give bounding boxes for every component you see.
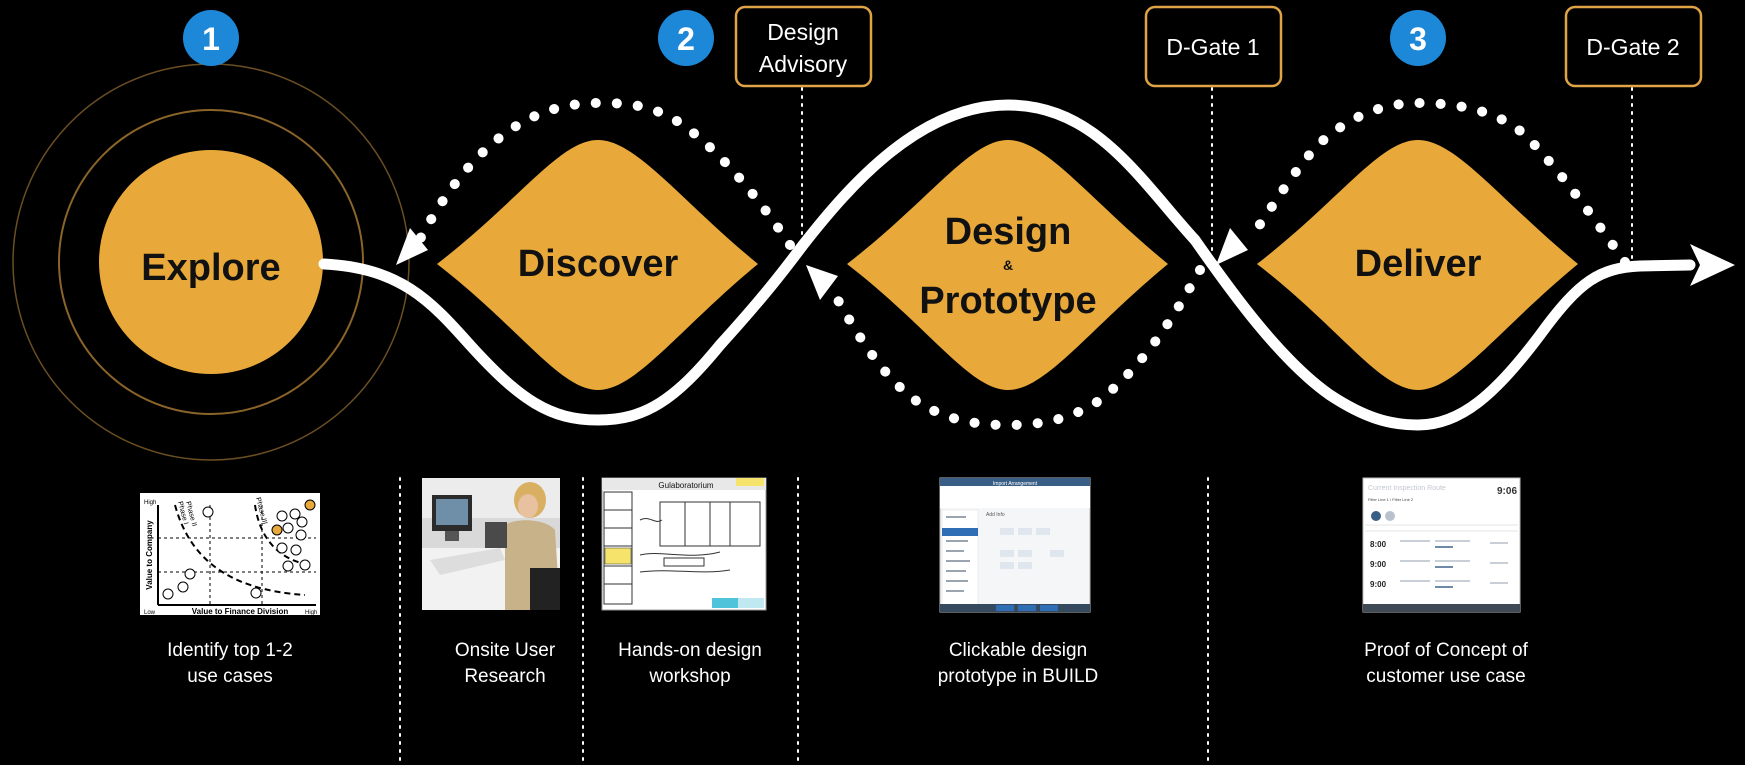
caption-line: Research: [464, 666, 546, 687]
step-badge-1: 1: [183, 10, 239, 66]
matrix-x-low: Low: [144, 610, 156, 616]
caption-onsite-user-research: Onsite User Research: [420, 638, 590, 690]
matrix-x-high: High: [305, 610, 317, 616]
poc-row-time: 9:00: [1370, 580, 1387, 589]
stage-label-prototype: Prototype: [919, 280, 1096, 322]
step-number-1: 1: [202, 21, 220, 57]
explore-stage: [99, 150, 323, 374]
caption-line: Clickable design: [948, 640, 1088, 661]
poc-subtitle: Filter Line 1 / Filter Line 2: [1368, 497, 1414, 502]
caption-line: use cases: [187, 666, 273, 687]
caption-line: customer use case: [1366, 666, 1526, 687]
divider-lines: [399, 87, 1633, 765]
caption-proof-of-concept: Proof of Concept of customer use case: [1331, 638, 1561, 690]
deliver-stage: [1257, 140, 1578, 390]
poc-row-time: 8:00: [1370, 540, 1387, 549]
matrix-y-axis-label: Value to Company: [145, 520, 154, 590]
caption-clickable-prototype: Clickable design prototype in BUILD: [908, 638, 1128, 690]
stage-label-ampersand: &: [1003, 257, 1013, 273]
stage-label-deliver: Deliver: [1355, 243, 1482, 285]
gate-label-line2: Advisory: [759, 51, 848, 77]
stage-label-design: Design: [945, 211, 1072, 253]
caption-line: Identify top 1-2: [167, 640, 293, 661]
step-number-3: 3: [1409, 21, 1427, 57]
discover-stage: [437, 140, 758, 390]
poc-clock: 9:06: [1497, 486, 1517, 497]
loop-arrowhead-deliver: [1216, 228, 1248, 265]
thumbnail-prioritization-matrix: Phase I Phase II Phase III Value to Fina…: [140, 493, 320, 616]
poc-title: Current Inspection Route: [1368, 485, 1446, 492]
gate-dgate2: D-Gate 2: [1564, 5, 1703, 88]
dotted-loops: [413, 97, 1630, 431]
gate-design-advisory: Design Advisory: [734, 5, 873, 88]
gate-label: D-Gate 2: [1586, 34, 1679, 60]
caption-design-workshop: Hands-on design workshop: [600, 638, 780, 690]
poc-row-time: 9:00: [1370, 560, 1387, 569]
caption-identify-use-cases: Identify top 1-2 use cases: [130, 638, 330, 690]
matrix-x-axis-label: Value to Finance Division: [192, 607, 289, 616]
prototype-title: Import Arrangement: [993, 481, 1038, 487]
stage-label-discover: Discover: [518, 243, 679, 285]
stage-label-explore: Explore: [141, 247, 280, 289]
thumbnail-workshop-sketch: Gulaboratorium: [601, 477, 767, 611]
loop-arrowhead-design: [806, 265, 838, 300]
gate-label-line1: Design: [767, 19, 839, 45]
caption-line: Hands-on design: [618, 640, 762, 661]
caption-line: prototype in BUILD: [937, 666, 1099, 687]
caption-line: Proof of Concept of: [1364, 640, 1528, 661]
step-number-2: 2: [677, 21, 695, 57]
gate-label: D-Gate 1: [1166, 34, 1259, 60]
caption-line: Onsite User: [454, 640, 556, 661]
flow-arrowhead-end: [1690, 244, 1735, 286]
workshop-sketch-title: Gulaboratorium: [658, 481, 713, 490]
thumbnail-clickable-prototype: Import Arrangement Add Info: [939, 477, 1091, 613]
thumbnail-onsite-research-photo: [422, 478, 560, 610]
solid-flow-path: [318, 99, 1696, 431]
step-badge-3: 3: [1390, 10, 1446, 66]
loop-arrowhead-discover: [396, 228, 428, 265]
matrix-y-high: High: [144, 500, 156, 506]
caption-line: workshop: [649, 666, 731, 687]
prototype-section-label: Add Info: [986, 512, 1005, 518]
thumbnail-proof-of-concept: Current Inspection Route 9:06 Filter Lin…: [1362, 477, 1521, 613]
step-badge-2: 2: [658, 10, 714, 66]
gate-dgate1: D-Gate 1: [1144, 5, 1283, 88]
design-prototype-stage: [847, 140, 1168, 390]
